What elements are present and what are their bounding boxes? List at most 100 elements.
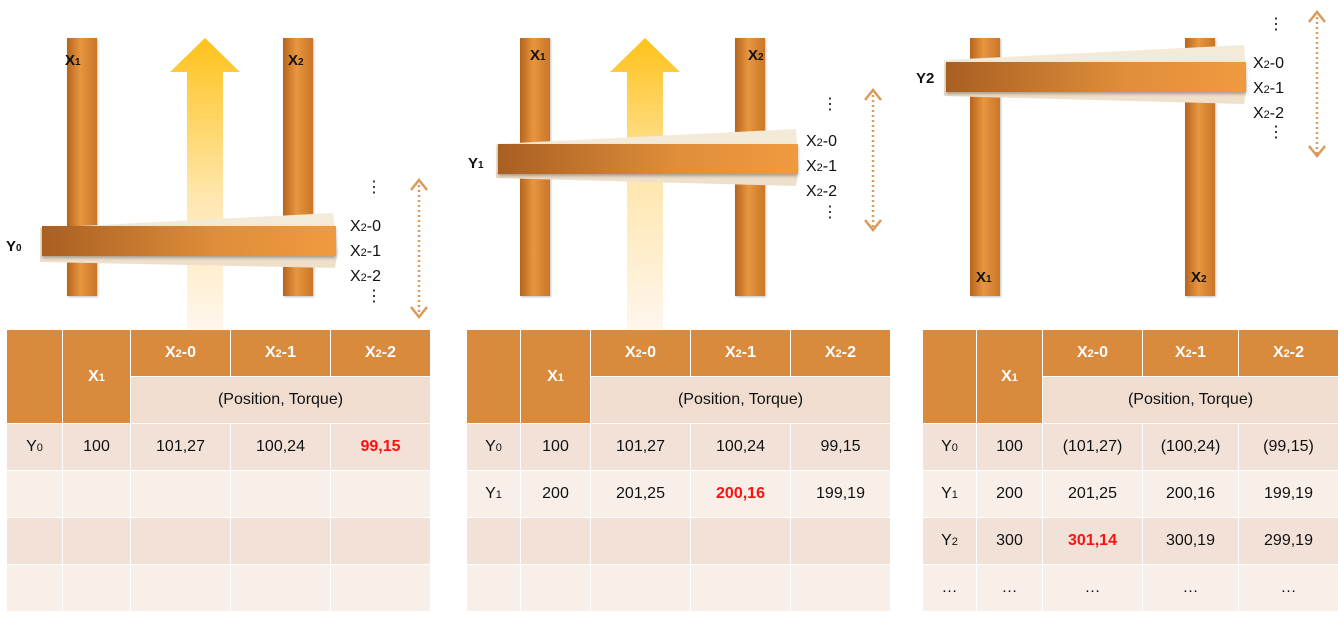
col-header-x1: X1 (62, 329, 131, 424)
table-cell: 99,15 (790, 423, 891, 471)
table-cell: 199,19 (790, 470, 891, 518)
table-cell (590, 517, 691, 565)
table-cell: (99,15) (1238, 423, 1338, 471)
merged-header: (Position, Torque) (130, 376, 431, 424)
table-cell (130, 517, 231, 565)
merged-header: (Position, Torque) (590, 376, 891, 424)
col-header-x1: X1 (520, 329, 591, 424)
table-cell (230, 517, 331, 565)
bar-y (498, 144, 798, 174)
table-cell (62, 517, 131, 565)
col-header-x2-1: X2-1 (1142, 329, 1239, 377)
table-cell (520, 564, 591, 612)
label-x1: X1 (530, 47, 546, 64)
table-cell: 199,19 (1238, 470, 1338, 518)
bar-y (946, 62, 1246, 92)
row-label: Y1 (922, 470, 977, 518)
table-cell (230, 564, 331, 612)
highlight-cell: 301,14 (1042, 517, 1143, 565)
panel-y2: Y2 X1 X2 ⋮ X2-0 X2-1 X2-2 ⋮ X1 X2-0 X2-1… (908, 0, 1338, 629)
vertical-dots-top: ⋮ (366, 179, 382, 196)
table-cell: 101,27 (130, 423, 231, 471)
data-table: X1 X2-0 X2-1 X2-2 (Position, Torque) Y0 … (6, 329, 431, 612)
up-arrow-icon (170, 38, 240, 333)
table-cell (230, 470, 331, 518)
corner-cell (6, 329, 63, 424)
col-header-x2-1: X2-1 (230, 329, 331, 377)
table-cell: … (922, 564, 977, 612)
table-cell (330, 564, 431, 612)
data-table: X1 X2-0 X2-1 X2-2 (Position, Torque) Y0 … (466, 329, 891, 612)
table-cell: 201,25 (1042, 470, 1143, 518)
table-cell: 300,19 (1142, 517, 1239, 565)
table-cell (6, 564, 63, 612)
x2-position-list: X2-0 X2-1 X2-2 (806, 133, 838, 200)
table-cell: 200,16 (1142, 470, 1239, 518)
label-y: Y2 (916, 70, 935, 87)
corner-cell (466, 329, 521, 424)
table-cell: 100,24 (690, 423, 791, 471)
row-label: Y0 (6, 423, 63, 471)
table-cell: 100,24 (230, 423, 331, 471)
col-header-x2-2: X2-2 (1238, 329, 1338, 377)
label-y: Y1 (468, 155, 484, 172)
table-cell: … (1142, 564, 1239, 612)
table-cell (6, 517, 63, 565)
table-cell (6, 470, 63, 518)
table-cell (690, 564, 791, 612)
label-x2: X2 (1191, 269, 1207, 286)
table-cell (330, 517, 431, 565)
table-cell: (101,27) (1042, 423, 1143, 471)
table-cell: 200 (520, 470, 591, 518)
table-cell: … (1042, 564, 1143, 612)
panel-y0: X1 X2 Y0 ⋮ X2-0 X2-1 X2-2 ⋮ X1 X2-0 X2-1… (0, 0, 431, 629)
vertical-dots-top: ⋮ (1268, 16, 1284, 33)
row-label: Y0 (466, 423, 521, 471)
table-cell (520, 517, 591, 565)
double-arrow-icon (864, 87, 882, 233)
table-cell (330, 470, 431, 518)
table-cell (790, 517, 891, 565)
row-label: Y2 (922, 517, 977, 565)
vertical-dots-bottom: ⋮ (822, 204, 838, 221)
merged-header: (Position, Torque) (1042, 376, 1338, 424)
label-y: Y0 (6, 238, 22, 255)
table-cell: 299,19 (1238, 517, 1338, 565)
x2-position-list: X2-0 X2-1 X2-2 (350, 218, 382, 285)
corner-cell (922, 329, 977, 424)
table-cell (130, 470, 231, 518)
table-cell: 200 (976, 470, 1043, 518)
table-cell (690, 517, 791, 565)
row-label: Y1 (466, 470, 521, 518)
col-header-x2-0: X2-0 (590, 329, 691, 377)
table-cell (62, 564, 131, 612)
col-header-x2-0: X2-0 (1042, 329, 1143, 377)
table-cell: 300 (976, 517, 1043, 565)
vertical-dots-bottom: ⋮ (1268, 124, 1284, 141)
table-cell: 100 (976, 423, 1043, 471)
table-cell: 100 (62, 423, 131, 471)
table-cell (590, 564, 691, 612)
table-cell: … (976, 564, 1043, 612)
table-cell: 100 (520, 423, 591, 471)
panel-y1: X1 X2 Y1 ⋮ X2-0 X2-1 X2-2 ⋮ X1 X2-0 X2-1… (460, 0, 891, 629)
highlight-cell: 200,16 (690, 470, 791, 518)
table-cell: 101,27 (590, 423, 691, 471)
col-header-x1: X1 (976, 329, 1043, 424)
table-cell (130, 564, 231, 612)
col-header-x2-2: X2-2 (790, 329, 891, 377)
double-arrow-icon (1308, 9, 1326, 159)
up-arrow-icon (610, 38, 680, 333)
label-x2: X2 (748, 47, 764, 64)
table-cell: … (1238, 564, 1338, 612)
table-cell: 201,25 (590, 470, 691, 518)
row-label: Y0 (922, 423, 977, 471)
bar-y (42, 226, 336, 256)
table-cell (466, 564, 521, 612)
x2-position-list: X2-0 X2-1 X2-2 (1253, 55, 1285, 122)
table-cell (62, 470, 131, 518)
label-x2: X2 (288, 52, 304, 69)
col-header-x2-1: X2-1 (690, 329, 791, 377)
label-x1: X1 (65, 52, 81, 69)
vertical-dots-top: ⋮ (822, 96, 838, 113)
